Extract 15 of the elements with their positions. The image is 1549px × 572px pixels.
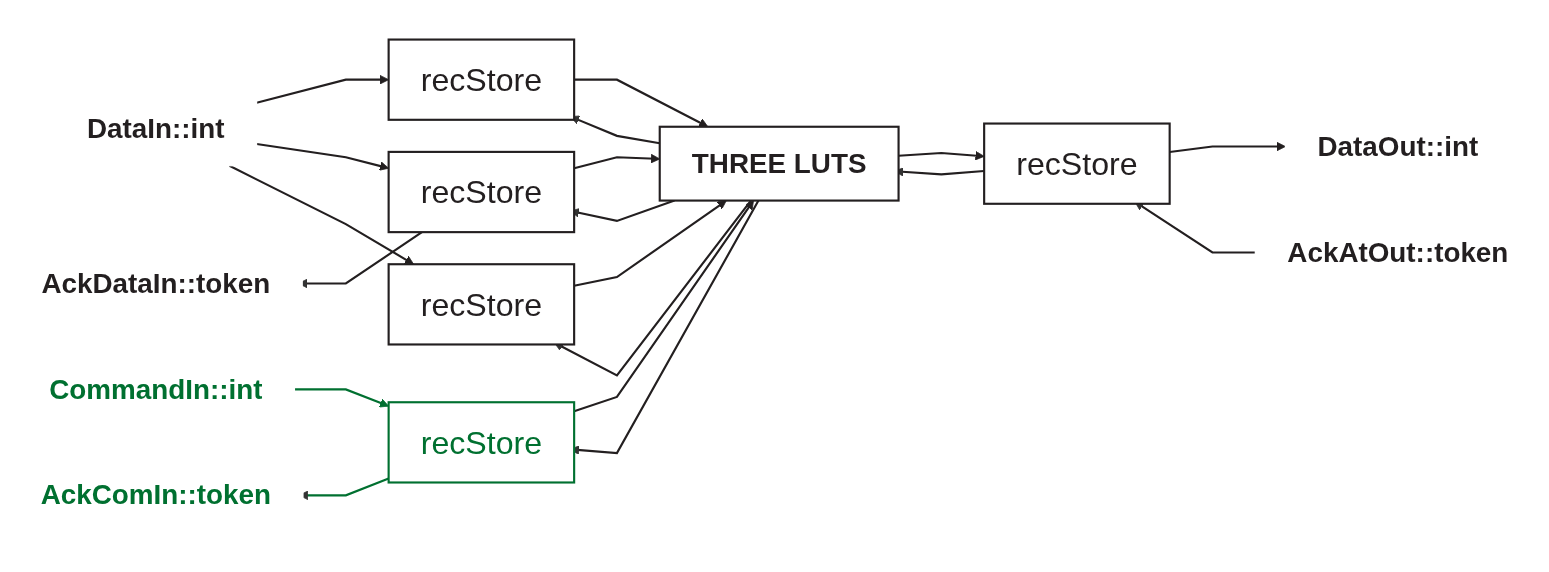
- node-box: THREE LUTS: [658, 125, 900, 202]
- node-box: recStore: [387, 38, 576, 121]
- node-box: recStore: [983, 122, 1171, 205]
- node-text: AckDataIn::token: [41, 267, 271, 300]
- arrow: [229, 164, 415, 265]
- node-text: AckAtOut::token: [1287, 235, 1509, 269]
- node-text: AckComIn::token: [40, 478, 271, 511]
- node-box: recStore: [387, 401, 576, 484]
- node-box: recStore: [387, 263, 576, 346]
- arrow: [1169, 141, 1286, 154]
- node-text: DataOut::int: [1317, 130, 1479, 163]
- node-box: recStore: [387, 150, 576, 234]
- node-text: CommandIn::int: [49, 372, 263, 406]
- arrow: [898, 151, 985, 161]
- node-text: DataIn::int: [87, 112, 225, 145]
